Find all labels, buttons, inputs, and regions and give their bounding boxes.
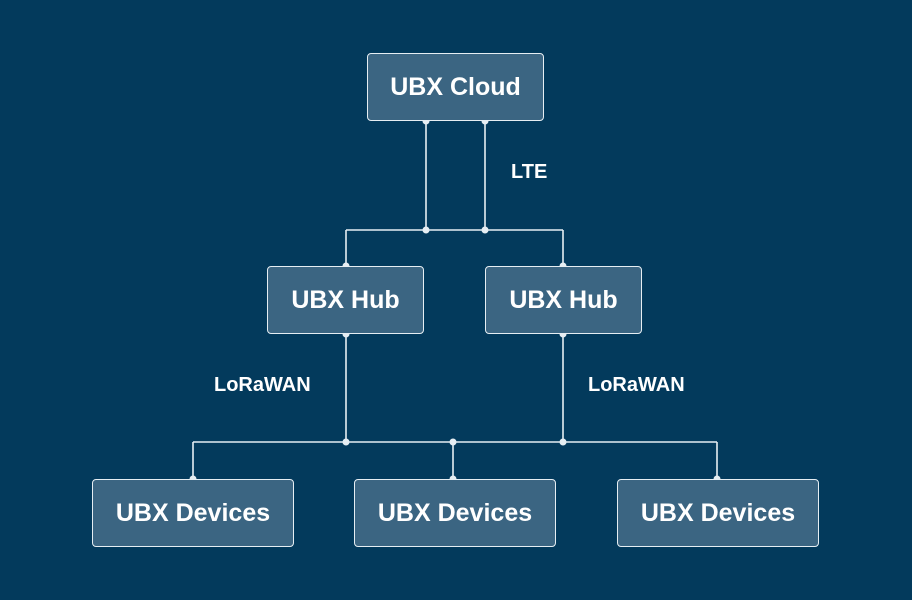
lorawan-label-left: LoRaWAN bbox=[214, 374, 311, 396]
junction-dot bbox=[449, 438, 457, 446]
junction-dot bbox=[481, 226, 489, 234]
junction-dot bbox=[422, 226, 430, 234]
lte-label: LTE bbox=[511, 161, 548, 183]
hub-node-right: UBX Hub bbox=[485, 266, 642, 334]
hub-node-left: UBX Hub bbox=[267, 266, 424, 334]
lorawan-label-right: LoRaWAN bbox=[588, 374, 685, 396]
junction-dot bbox=[559, 438, 567, 446]
devices-node-left: UBX Devices bbox=[92, 479, 294, 547]
devices-node-right: UBX Devices bbox=[617, 479, 819, 547]
devices-node-center: UBX Devices bbox=[354, 479, 556, 547]
cloud-node: UBX Cloud bbox=[367, 53, 544, 121]
junction-dot bbox=[342, 438, 350, 446]
